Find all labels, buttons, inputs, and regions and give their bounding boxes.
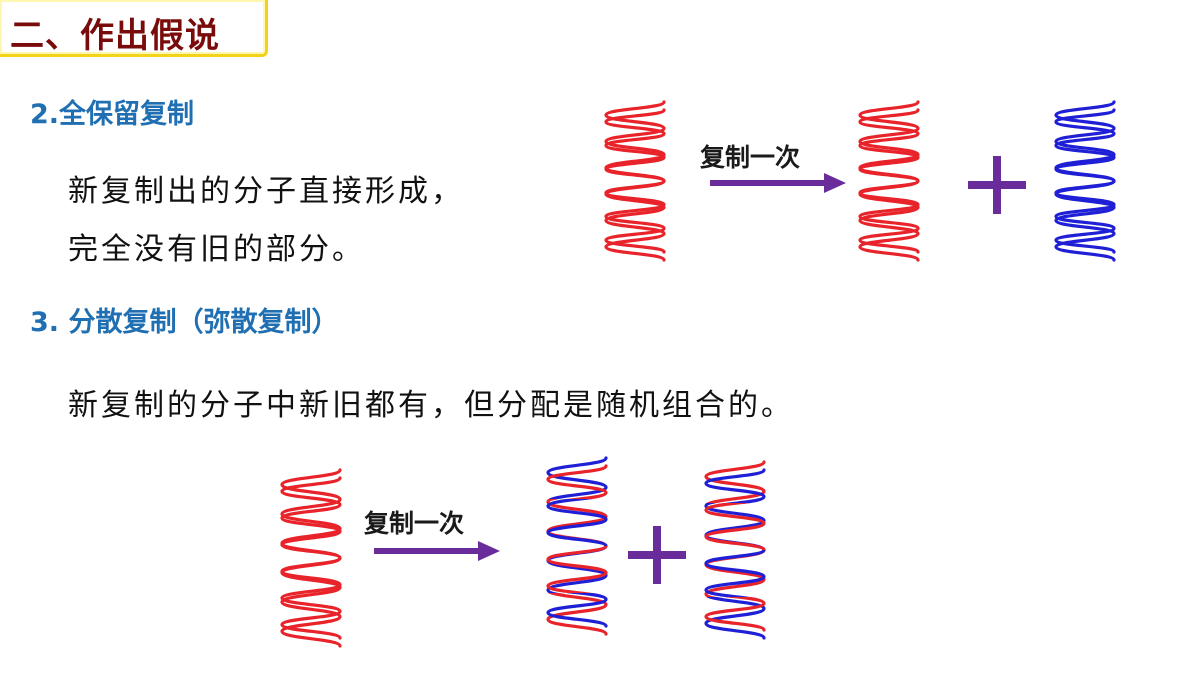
plus-sign-conservative [968, 156, 1026, 214]
plus-sign-dispersive [628, 526, 686, 584]
replicate-arrow-conservative [710, 173, 846, 193]
arrow-head [824, 173, 846, 193]
plus-horizontal [628, 551, 686, 559]
dna-strand-2-segment [704, 468, 766, 504]
daughter-dna-helix-new [1054, 100, 1116, 262]
dna-strand-1-segment [546, 593, 608, 636]
dna-strand-1-segment [704, 597, 766, 640]
dna-strand-2 [858, 108, 920, 254]
dna-strand-2 [1054, 108, 1116, 254]
conservative-desc-line-2: 完全没有旧的部分。 [68, 232, 365, 267]
arrow-label-dispersive: 复制一次 [364, 509, 465, 538]
dispersive-daughter-helix-1 [546, 456, 608, 636]
arrow-label-conservative: 复制一次 [700, 143, 801, 172]
arrow-head [478, 541, 500, 561]
dna-strand-2-segment [546, 464, 608, 500]
dna-strand-2 [604, 108, 666, 254]
section-title: 二、作出假说 [10, 16, 220, 56]
replicate-arrow-dispersive [374, 541, 500, 561]
dispersive-desc-line-1: 新复制的分子中新旧都有，但分配是随机组合的。 [68, 388, 794, 423]
parent-dna-helix [604, 100, 666, 262]
parent-dna-helix-dispersive [280, 468, 342, 648]
heading-conservative: 2.全保留复制 [30, 99, 195, 130]
dna-strand-1-segment [704, 460, 766, 504]
heading-dispersive: 3. 分散复制（弥散复制） [30, 307, 339, 338]
dna-strand-2-segment [704, 597, 766, 632]
dna-strand-1-segment [546, 456, 608, 500]
conservative-desc-line-1: 新复制出的分子直接形成， [68, 174, 464, 209]
plus-horizontal [968, 181, 1026, 189]
dna-strand-2 [280, 476, 342, 640]
dispersive-daughter-helix-2 [704, 460, 766, 640]
dna-strand-2-segment [546, 593, 608, 628]
daughter-dna-helix-old [858, 100, 920, 262]
section-title-box: 二、作出假说 [0, 0, 268, 57]
